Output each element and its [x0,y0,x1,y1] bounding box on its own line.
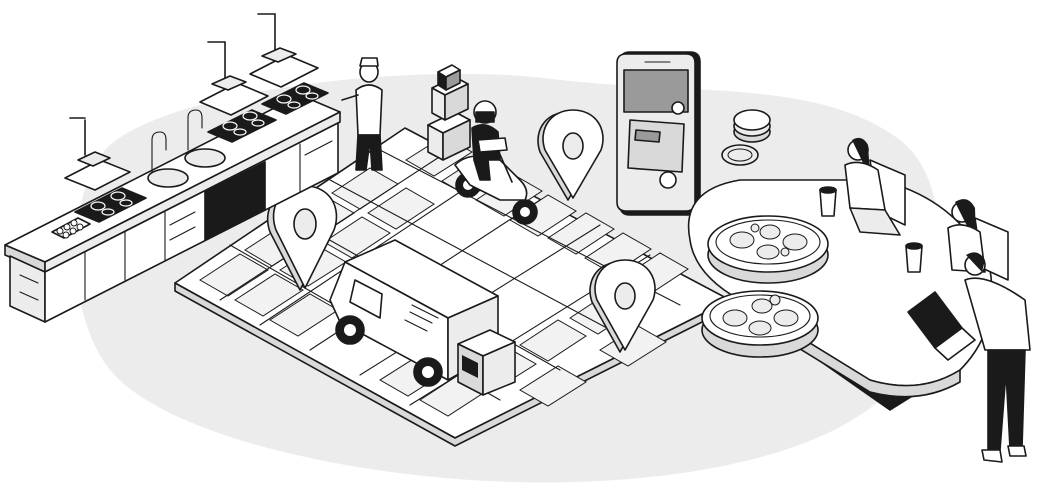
egg-tray-icon [51,217,91,239]
range-hood-icon [249,13,319,88]
map-pin-icon [589,259,656,353]
diner-figure [844,137,906,236]
laptop-icon [907,291,976,361]
sink-icon [147,131,189,188]
delivery-scooter-icon [454,100,538,225]
stacked-boxes-icon [427,64,471,161]
cooktop-icon [74,187,147,223]
meal-platter-icon [701,290,819,358]
coffee-cup-icon [819,186,837,217]
cooktop-icon [261,82,329,115]
diner-figure [964,252,1031,463]
chef-figure [341,57,383,171]
cooktop-icon [207,109,277,143]
sink-icon [184,109,226,168]
meal-platter-icon [707,215,829,284]
range-hood-icon [64,117,131,191]
map-pin-icon [537,109,604,201]
payment-card-icon [627,119,685,189]
range-hood-icon [199,41,269,116]
coin-stack-icon [721,109,771,166]
delivery-van-icon [329,239,516,396]
coffee-cup-icon [905,242,923,273]
map-pin-icon [266,185,338,291]
